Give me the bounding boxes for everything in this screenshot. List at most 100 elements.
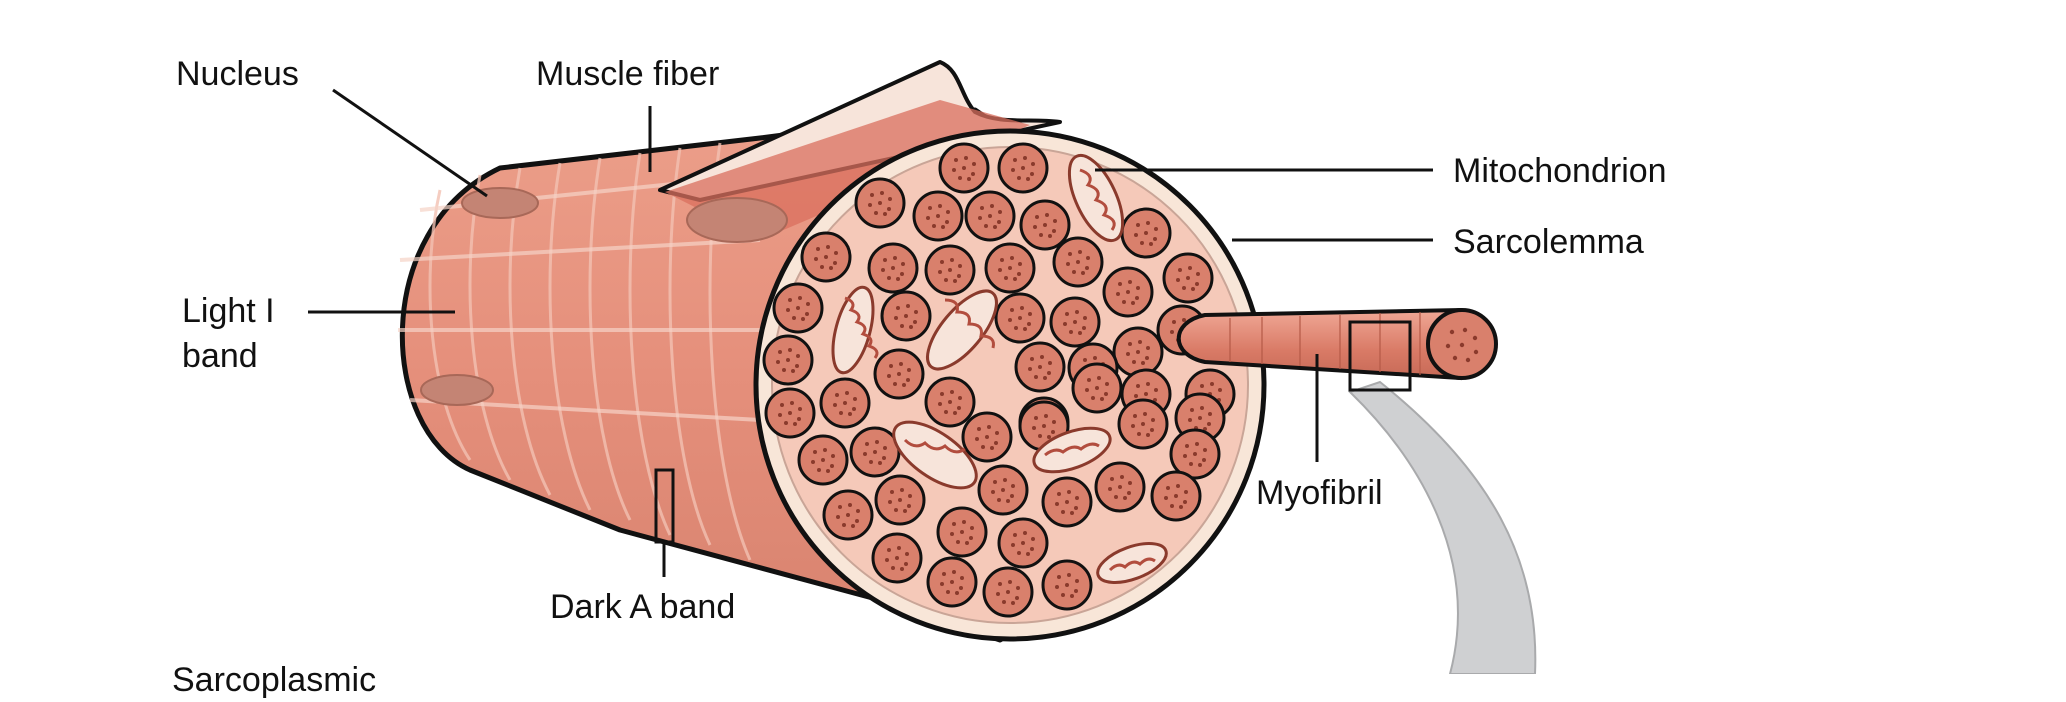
myofibril-dot — [952, 168, 956, 172]
myofibril-dot — [1057, 575, 1061, 579]
myofibril-dot — [942, 572, 946, 576]
myofibril-dot — [1134, 394, 1138, 398]
myofibril-dot — [880, 191, 884, 195]
myofibril-dot — [814, 257, 818, 261]
myofibril-dot — [1014, 326, 1018, 330]
myofibril-dot — [1144, 231, 1148, 235]
myofibril-dot — [1184, 490, 1188, 494]
myofibril-dot — [1170, 504, 1174, 508]
myofibril-dot — [1170, 330, 1174, 334]
myofibril-dot — [1010, 308, 1014, 312]
myofibril-dot — [1151, 418, 1155, 422]
myofibril-dot — [1034, 375, 1038, 379]
myofibril-dot — [997, 220, 1001, 224]
myofibril-dot — [1141, 422, 1145, 426]
myofibril-dot — [897, 372, 901, 376]
myofibril-dot — [1120, 475, 1124, 479]
myofibril-dot — [887, 207, 891, 211]
myofibril-dot — [940, 260, 944, 264]
myofibril-dot — [778, 413, 782, 417]
myofibril-dot — [1038, 365, 1042, 369]
myofibril-dot — [1074, 589, 1078, 593]
mitochondrion-3 — [926, 289, 998, 371]
myofibril-dot — [1047, 435, 1051, 439]
myofibril-dot — [993, 480, 997, 484]
myofibril-dot — [1164, 496, 1168, 500]
myofibril-dot — [1198, 416, 1202, 420]
myofibril-dot — [838, 505, 842, 509]
myofibril-dot — [950, 390, 954, 394]
myofibril-dot — [1016, 586, 1020, 590]
myofibril-dot — [791, 369, 795, 373]
myofibril-dot — [932, 224, 936, 228]
myofibril-dot — [1085, 388, 1089, 392]
myofibril-dot — [1075, 579, 1079, 583]
myofibril-dot — [1055, 585, 1059, 589]
myofibril-rod-end-dots — [1445, 327, 1479, 363]
myofibril-dot — [796, 354, 800, 358]
myofibril-dot — [893, 382, 897, 386]
myofibril-dot — [1146, 433, 1150, 437]
myofibril-dot — [1052, 420, 1056, 424]
label-nucleus: Nucleus — [176, 55, 299, 93]
myofibril-dot — [1075, 496, 1079, 500]
myofibril-dot — [936, 214, 940, 218]
myofibril-dot — [1136, 384, 1140, 388]
myofibril-dot — [1074, 506, 1078, 510]
myofibril-dot — [833, 403, 837, 407]
myofibril-dot — [798, 296, 802, 300]
diagram-artwork — [308, 60, 1537, 674]
label-muscle-fiber: Muscle fiber — [536, 55, 720, 93]
myofibril-dot — [909, 325, 913, 329]
myofibril-dot — [820, 265, 824, 269]
myofibril-dot — [1051, 430, 1055, 434]
myofibril-dot — [1026, 552, 1030, 556]
myofibril-dot — [941, 225, 945, 229]
myofibril-dot — [896, 306, 900, 310]
myofibril-dot — [1188, 266, 1192, 270]
myofibril-dot — [938, 270, 942, 274]
myofibril-dot — [1091, 396, 1095, 400]
myofibril-dot — [1013, 158, 1017, 162]
myofibril-dot — [1085, 266, 1089, 270]
myofibril-dot — [797, 417, 801, 421]
myofibril-dot — [938, 402, 942, 406]
myofibril-dot — [895, 556, 899, 560]
myofibril-dot — [1193, 452, 1197, 456]
myofibril-dot — [1030, 547, 1034, 551]
myofibril-dot — [1095, 386, 1099, 390]
myofibril-dot — [788, 348, 792, 352]
myofibril-dot — [1176, 278, 1180, 282]
myofibril-dot — [990, 446, 994, 450]
myofibril-dot — [855, 519, 859, 523]
myofibril-dot — [1190, 408, 1194, 412]
myofibril-dot — [1043, 223, 1047, 227]
myofibril-dot — [848, 503, 852, 507]
nucleus-bottom — [420, 374, 494, 406]
myofibril-dot — [1186, 276, 1190, 280]
myofibril-dot — [806, 302, 810, 306]
myofibril-dot — [906, 304, 910, 308]
myofibril-dot — [904, 562, 908, 566]
myofibril-dot — [960, 530, 964, 534]
myofibril-dot — [863, 452, 867, 456]
myofibril-dot — [1076, 260, 1080, 264]
myofibril-dot — [945, 220, 949, 224]
myofibril-dot — [1066, 262, 1070, 266]
myofibril-dot — [782, 368, 786, 372]
myofibril-dot — [1065, 583, 1069, 587]
myofibril-dot — [1008, 266, 1012, 270]
myofibril-dot — [994, 441, 998, 445]
myofibril-dot — [1172, 320, 1176, 324]
myofibril-dot — [928, 206, 932, 210]
myofibril-dot — [894, 508, 898, 512]
myofibril-dot — [899, 362, 903, 366]
myofibril-dot — [851, 524, 855, 528]
myofibril-dot — [1182, 318, 1186, 322]
myofibril-dot — [965, 541, 969, 545]
myofibril-dot — [907, 368, 911, 372]
myofibril-dot — [970, 526, 974, 530]
myofibril-dot — [938, 204, 942, 208]
myofibril-dot — [1057, 492, 1061, 496]
myofibril-dot — [883, 212, 887, 216]
